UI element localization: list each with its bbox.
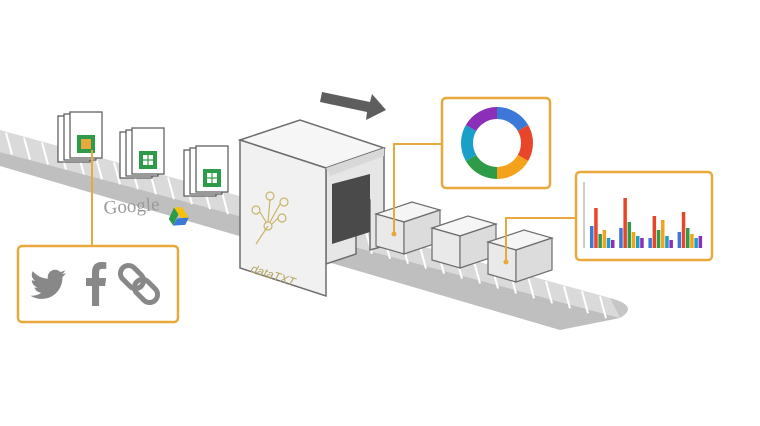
bar xyxy=(698,236,703,248)
belt-slat xyxy=(545,281,553,304)
connector-line-donut xyxy=(393,143,442,232)
link-icon xyxy=(117,262,161,306)
donut-segment xyxy=(496,107,529,132)
bar-chart xyxy=(590,198,703,248)
donut-chart xyxy=(461,107,533,179)
bar xyxy=(656,230,661,248)
bar xyxy=(640,238,644,248)
document-stack-2 xyxy=(119,127,165,179)
output-box-3 xyxy=(485,229,555,283)
bar xyxy=(611,240,615,248)
bar xyxy=(686,228,690,248)
bar xyxy=(661,220,665,248)
donut-segment xyxy=(465,107,498,132)
document-stack-3 xyxy=(183,145,229,197)
machine-front xyxy=(239,138,327,298)
belt-slat xyxy=(95,157,103,180)
belt-slat xyxy=(5,132,13,155)
belt-slat xyxy=(563,286,571,309)
document-stack-1 xyxy=(57,111,103,163)
bar xyxy=(665,236,669,248)
donut-segment xyxy=(496,154,529,179)
bar-chart-box xyxy=(574,170,714,262)
belt-end xyxy=(610,298,628,318)
datatxt-machine: dataTXT xyxy=(237,119,387,298)
google-drive-icon xyxy=(168,207,189,226)
belt-slat xyxy=(419,246,427,269)
bar xyxy=(636,236,640,248)
direction-arrow-icon xyxy=(320,92,386,120)
bar xyxy=(652,216,657,248)
bar xyxy=(606,238,611,248)
twitter-icon xyxy=(30,269,66,299)
bar xyxy=(627,222,632,248)
belt-slat xyxy=(527,276,535,299)
connector-line-bars xyxy=(505,217,576,260)
belt-slat xyxy=(23,137,31,160)
belt-slat xyxy=(113,162,121,185)
bar xyxy=(623,198,627,248)
bar xyxy=(590,226,594,248)
belt-slat xyxy=(599,295,607,319)
spreadsheet-grid xyxy=(81,139,91,149)
machine-lip xyxy=(326,148,384,176)
donut-segment xyxy=(461,125,477,161)
bar xyxy=(669,240,673,248)
bar xyxy=(694,238,698,248)
bar xyxy=(690,234,694,248)
donut-chart-box xyxy=(440,96,552,190)
bar xyxy=(594,208,598,248)
belt-slat xyxy=(167,177,175,200)
bar xyxy=(631,232,636,248)
bar xyxy=(598,234,602,248)
donut-segment xyxy=(517,125,533,161)
machine-opening xyxy=(332,174,370,244)
social-sources-box xyxy=(16,244,180,324)
belt-slat xyxy=(581,291,589,314)
donut-segment xyxy=(465,154,498,179)
belt-slat xyxy=(41,142,49,165)
google-brand-text: Google xyxy=(103,194,160,219)
belt-slat xyxy=(221,191,229,215)
network-logo-icon xyxy=(251,191,289,245)
bar xyxy=(619,228,623,248)
bar xyxy=(681,212,686,248)
bar xyxy=(648,238,652,248)
belt-slat xyxy=(473,261,481,284)
bar xyxy=(602,230,607,248)
output-box-2 xyxy=(429,215,499,269)
bar xyxy=(677,232,682,248)
facebook-icon xyxy=(86,262,107,306)
